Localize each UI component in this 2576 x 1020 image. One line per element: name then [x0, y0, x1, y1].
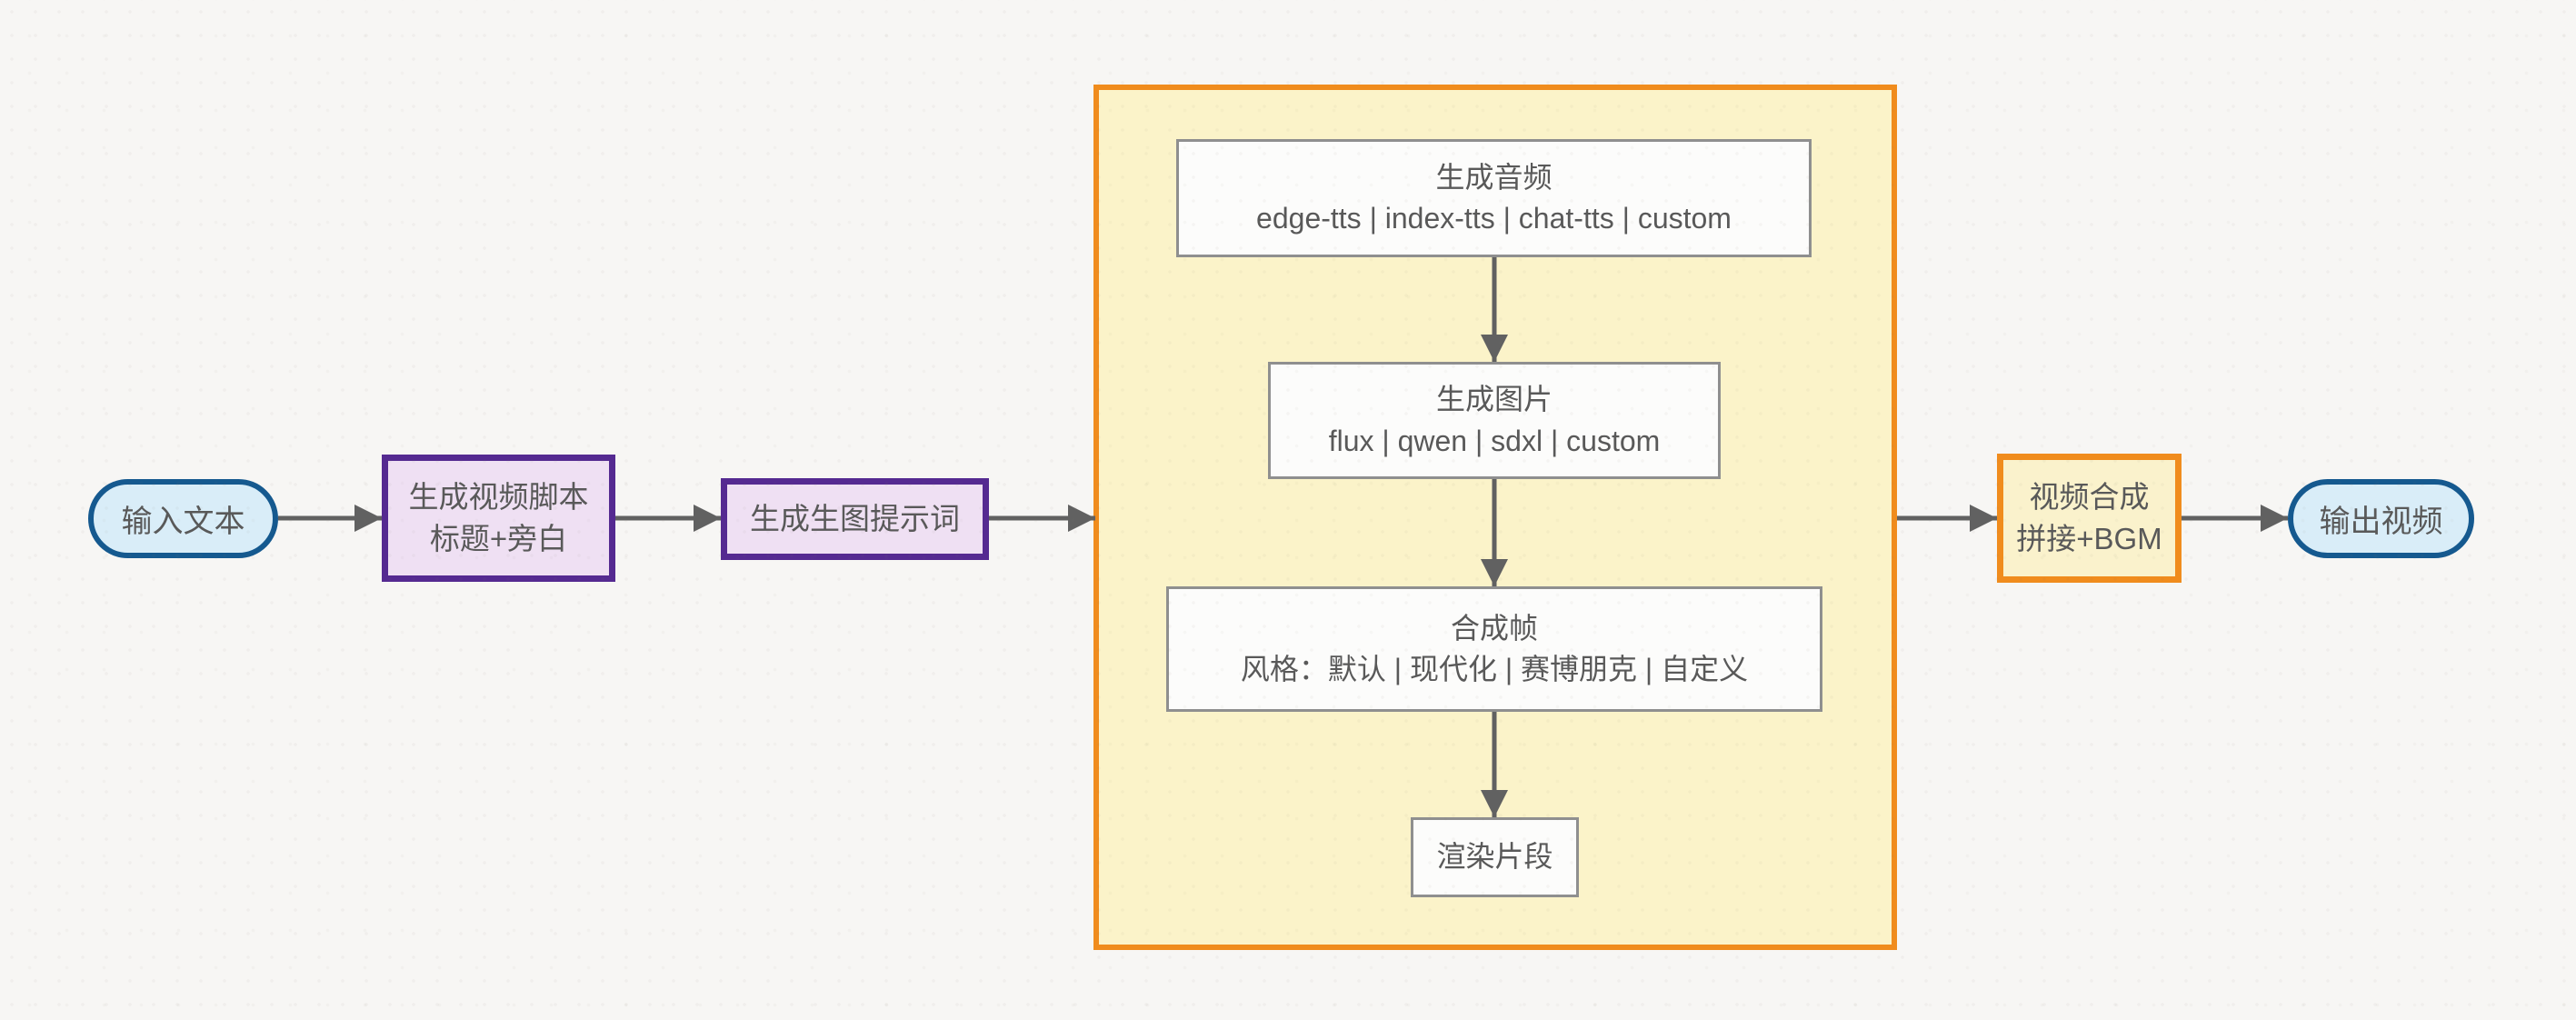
- node-generate-image-prompt-label: 生成生图提示词: [750, 502, 960, 536]
- node-output-video: 输出视频: [2288, 479, 2474, 558]
- node-input-text-label: 输入文本: [121, 505, 245, 539]
- node-generate-image-prompt: 生成生图提示词: [721, 478, 989, 560]
- node-video-compose-line1: 视频合成: [2029, 480, 2150, 515]
- node-video-compose: 视频合成 拼接+BGM: [1997, 454, 2182, 583]
- node-compose-frame-title: 合成帧: [1450, 611, 1538, 645]
- node-input-text: 输入文本: [88, 479, 278, 558]
- node-render-clips-label: 渲染片段: [1436, 840, 1553, 874]
- node-video-compose-line2: 拼接+BGM: [2016, 522, 2162, 555]
- node-generate-image-options: flux | qwen | sdxl | custom: [1328, 424, 1661, 457]
- node-generate-script-line2: 标题+旁白: [429, 522, 568, 555]
- node-generate-script-line1: 生成视频脚本: [408, 480, 589, 515]
- node-generate-audio-options: edge-tts | index-tts | chat-tts | custom: [1256, 202, 1732, 235]
- node-generate-audio: 生成音频 edge-tts | index-tts | chat-tts | c…: [1176, 139, 1812, 257]
- node-generate-image-title: 生成图片: [1435, 383, 1553, 416]
- node-output-video-label: 输出视频: [2319, 505, 2443, 539]
- node-compose-frame-styles: 风格：默认 | 现代化 | 赛博朋克 | 自定义: [1240, 653, 1749, 685]
- node-compose-frame: 合成帧 风格：默认 | 现代化 | 赛博朋克 | 自定义: [1166, 586, 1822, 712]
- node-generate-image: 生成图片 flux | qwen | sdxl | custom: [1268, 362, 1721, 479]
- node-generate-audio-title: 生成音频: [1435, 160, 1553, 194]
- node-generate-script: 生成视频脚本 标题+旁白: [382, 455, 615, 582]
- node-render-clips: 渲染片段: [1411, 817, 1579, 897]
